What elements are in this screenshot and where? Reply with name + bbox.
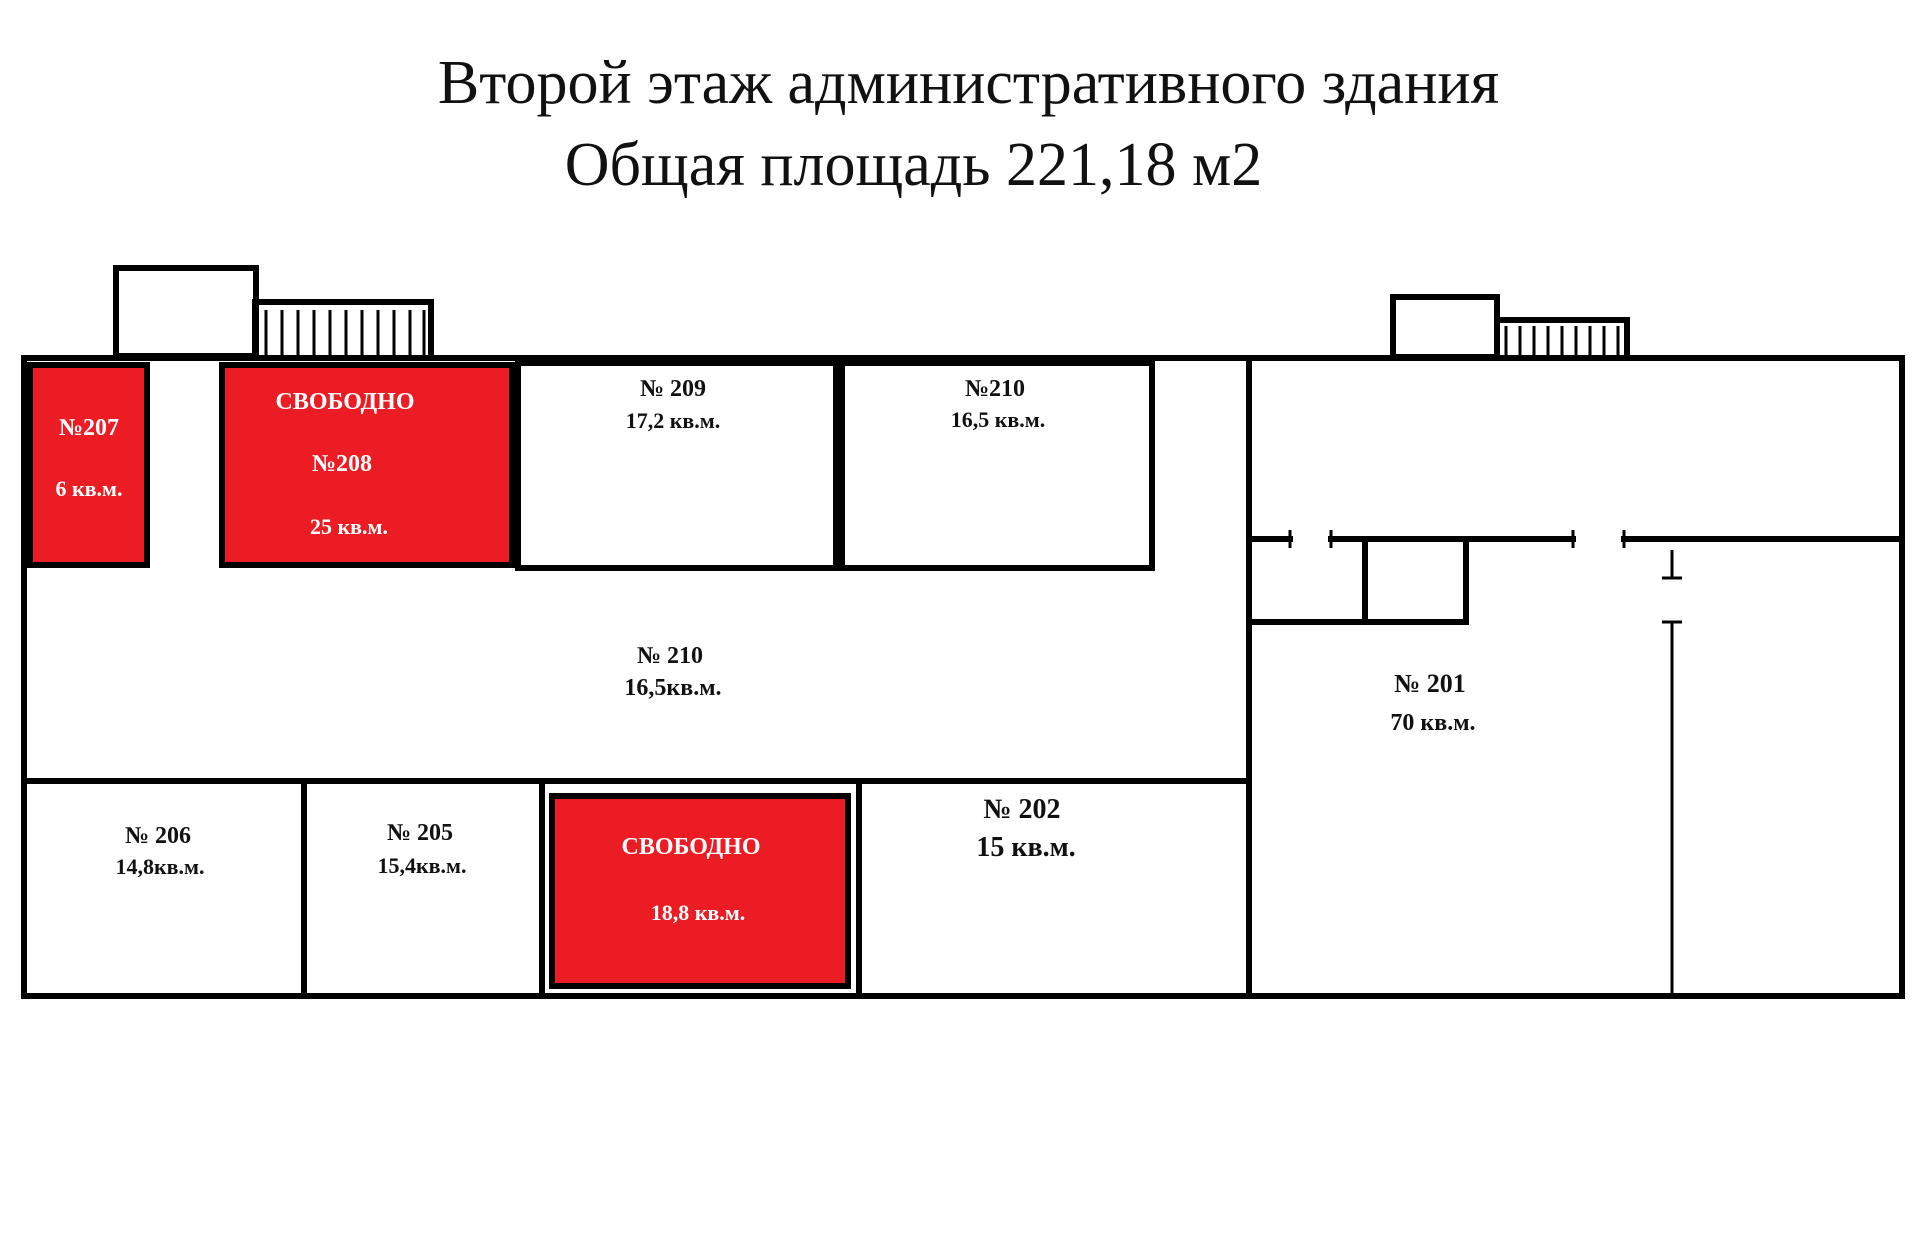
room-208[interactable] bbox=[219, 362, 515, 568]
room-209-area: 17,2 кв.м. bbox=[626, 408, 721, 433]
room-201-number: № 201 bbox=[1394, 669, 1466, 698]
room-207[interactable] bbox=[27, 362, 150, 568]
room-207-area: 6 кв.м. bbox=[55, 476, 122, 501]
staircase-top-left bbox=[252, 299, 434, 361]
staircase-top-right bbox=[1494, 317, 1630, 361]
annex-box-right bbox=[1390, 294, 1500, 360]
plan-title: Второй этаж административного здания bbox=[437, 49, 1500, 117]
room-205-area: 15,4кв.м. bbox=[377, 853, 466, 878]
corridor-area: 16,5кв.м. bbox=[624, 675, 721, 701]
room-202-number: № 202 bbox=[983, 794, 1060, 825]
room-206-number: № 206 bbox=[125, 823, 191, 849]
room-208-number: №208 bbox=[312, 451, 372, 477]
plan-subtitle-total-area: Общая площадь 221,18 м2 bbox=[564, 131, 1263, 199]
room-free-bottom[interactable] bbox=[549, 793, 851, 989]
room-210-top-number: №210 bbox=[965, 376, 1025, 402]
room-206-area: 14,8кв.м. bbox=[115, 854, 204, 879]
room-201-area: 70 кв.м. bbox=[1390, 710, 1475, 736]
building-outline bbox=[21, 355, 1905, 999]
room-209[interactable] bbox=[515, 360, 839, 571]
annex-box-left bbox=[113, 265, 259, 359]
room-209-number: № 209 bbox=[640, 376, 706, 402]
room-210-top[interactable] bbox=[839, 360, 1155, 571]
room-free-status: СВОБОДНО bbox=[621, 834, 760, 860]
room-202-area: 15 кв.м. bbox=[976, 832, 1075, 863]
room-201-partitions bbox=[1246, 530, 1903, 996]
room-208-status: СВОБОДНО bbox=[275, 389, 414, 415]
room-207-number: №207 bbox=[59, 415, 119, 441]
corridor-number: № 210 bbox=[637, 643, 703, 669]
room-210-top-area: 16,5 кв.м. bbox=[951, 407, 1046, 432]
room-205-number: № 205 bbox=[387, 820, 453, 846]
room-free-area: 18,8 кв.м. bbox=[651, 900, 746, 925]
room-208-area: 25 кв.м. bbox=[310, 514, 388, 539]
